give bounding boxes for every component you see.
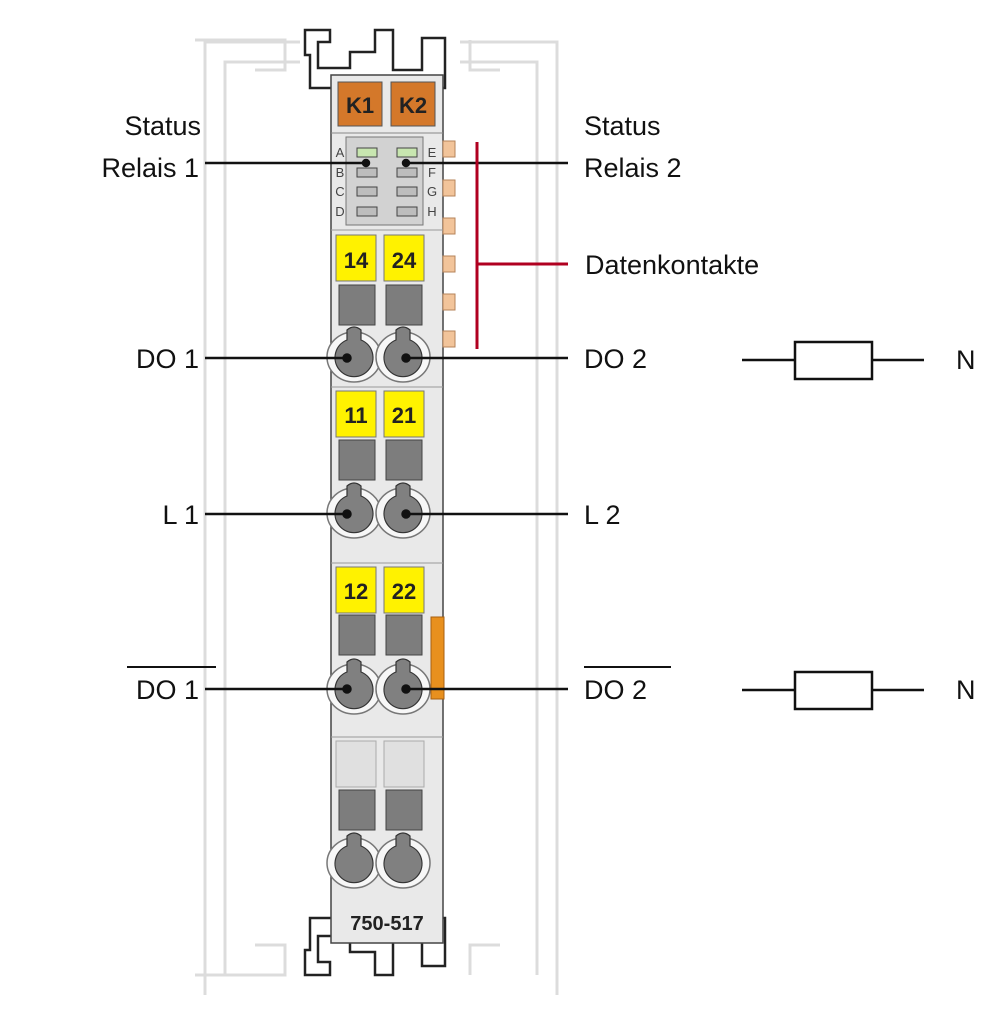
relay-k2-label: K2: [399, 93, 427, 118]
terminal-group-unlabeled: [326, 736, 443, 889]
led-letter-c: C: [335, 184, 344, 199]
label-status-relais-2-line1: Status: [584, 111, 661, 141]
led-rows-inactive: [356, 167, 418, 217]
led-letter-h: H: [427, 204, 436, 219]
callout-dot: [401, 684, 411, 694]
clamp-spring[interactable]: [383, 326, 423, 378]
release-button[interactable]: [338, 439, 376, 481]
release-button[interactable]: [338, 284, 376, 326]
led-status-relais-2: [396, 147, 418, 158]
clamp-spring[interactable]: [334, 832, 374, 884]
terminal-label-22-plate: [383, 566, 425, 614]
callout-dot: [361, 158, 371, 168]
data-contact: [442, 255, 456, 273]
led-b: [356, 167, 378, 178]
terminal-group-12-22: 12 22: [326, 562, 443, 715]
data-contact: [442, 330, 456, 348]
data-contact: [442, 217, 456, 235]
load-symbol-do2: [742, 340, 924, 381]
terminal-label-12: 12: [344, 579, 368, 604]
ghost-neighbor-outline: [195, 38, 559, 995]
terminal-label-21: 21: [392, 403, 416, 428]
led-status-relais-1: [356, 147, 378, 158]
led-letter-d: D: [335, 204, 344, 219]
load-symbol-do2-inverted: [742, 670, 924, 711]
relay-k1-label: K1: [346, 93, 374, 118]
data-contacts: [442, 140, 456, 348]
callout-dot: [401, 509, 411, 519]
terminal-label-22: 22: [392, 579, 416, 604]
terminal-label-14: 14: [344, 248, 369, 273]
led-f: [396, 167, 418, 178]
release-button[interactable]: [385, 284, 423, 326]
clamp-spring[interactable]: [334, 326, 374, 378]
label-l1: L 1: [162, 500, 199, 530]
led-letter-f: F: [428, 165, 436, 180]
callout-dot: [401, 158, 411, 168]
terminal-label-blank-plate: [335, 740, 377, 788]
led-letters: A E B F C G D H: [335, 145, 437, 219]
module-model-number: 750-517: [350, 913, 423, 935]
clamp-spring[interactable]: [334, 482, 374, 534]
callout-dot: [342, 353, 352, 363]
release-button[interactable]: [385, 614, 423, 656]
led-letter-e: E: [428, 145, 437, 160]
relay-k2-block: [390, 81, 436, 127]
din-rail-clip-top: [303, 28, 447, 90]
label-n-lower: N: [956, 675, 976, 705]
release-button[interactable]: [385, 789, 423, 831]
terminal-label-21-plate: [383, 390, 425, 438]
label-do1: DO 1: [136, 344, 199, 374]
led-d: [356, 206, 378, 217]
label-l2: L 2: [584, 500, 621, 530]
data-contact: [442, 293, 456, 311]
clamp-spring[interactable]: [383, 658, 423, 710]
release-button[interactable]: [385, 439, 423, 481]
callout-dot: [401, 353, 411, 363]
callout-lines: [205, 158, 568, 694]
led-h: [396, 206, 418, 217]
release-button[interactable]: [338, 789, 376, 831]
terminal-group-14-24: 14 24: [326, 229, 443, 383]
data-contact: [442, 179, 456, 197]
led-letter-a: A: [336, 145, 345, 160]
data-contact: [442, 140, 456, 158]
label-status-relais-1-line2: Relais 1: [101, 153, 199, 183]
clamp-spring[interactable]: [383, 482, 423, 534]
clamp-spring[interactable]: [383, 832, 423, 884]
terminal-label-11: 11: [344, 403, 367, 428]
load-resistor: [793, 670, 874, 711]
callout-dot: [342, 684, 352, 694]
led-row-a: [356, 147, 418, 158]
label-do1-inverted: DO 1: [136, 675, 199, 705]
led-letter-b: B: [336, 165, 345, 180]
terminal-label-24: 24: [392, 248, 417, 273]
callout-dot: [342, 509, 352, 519]
callout-labels: Status Relais 1 Status Relais 2 Datenkon…: [101, 111, 759, 705]
led-letter-g: G: [427, 184, 437, 199]
label-datenkontakte: Datenkontakte: [585, 250, 759, 280]
label-do2: DO 2: [584, 344, 647, 374]
clamp-spring[interactable]: [334, 658, 374, 710]
label-n-upper: N: [956, 345, 976, 375]
datenkontakte-bracket: [475, 142, 568, 349]
label-do2-inverted: DO 2: [584, 675, 647, 705]
led-g: [396, 186, 418, 197]
load-resistor: [793, 340, 874, 381]
terminal-label-11-plate: [335, 390, 377, 438]
relay-k1-block: [337, 81, 383, 127]
label-status-relais-1-line1: Status: [124, 111, 201, 141]
terminal-group-11-21: 11 21: [326, 386, 443, 539]
terminal-label-24-plate: [383, 234, 425, 282]
release-button[interactable]: [338, 614, 376, 656]
terminal-label-12-plate: [335, 566, 377, 614]
led-c: [356, 186, 378, 197]
terminal-label-blank-plate: [383, 740, 425, 788]
terminal-label-14-plate: [335, 234, 377, 282]
power-jumper-contact: [430, 616, 445, 700]
label-status-relais-2-line2: Relais 2: [584, 153, 682, 183]
